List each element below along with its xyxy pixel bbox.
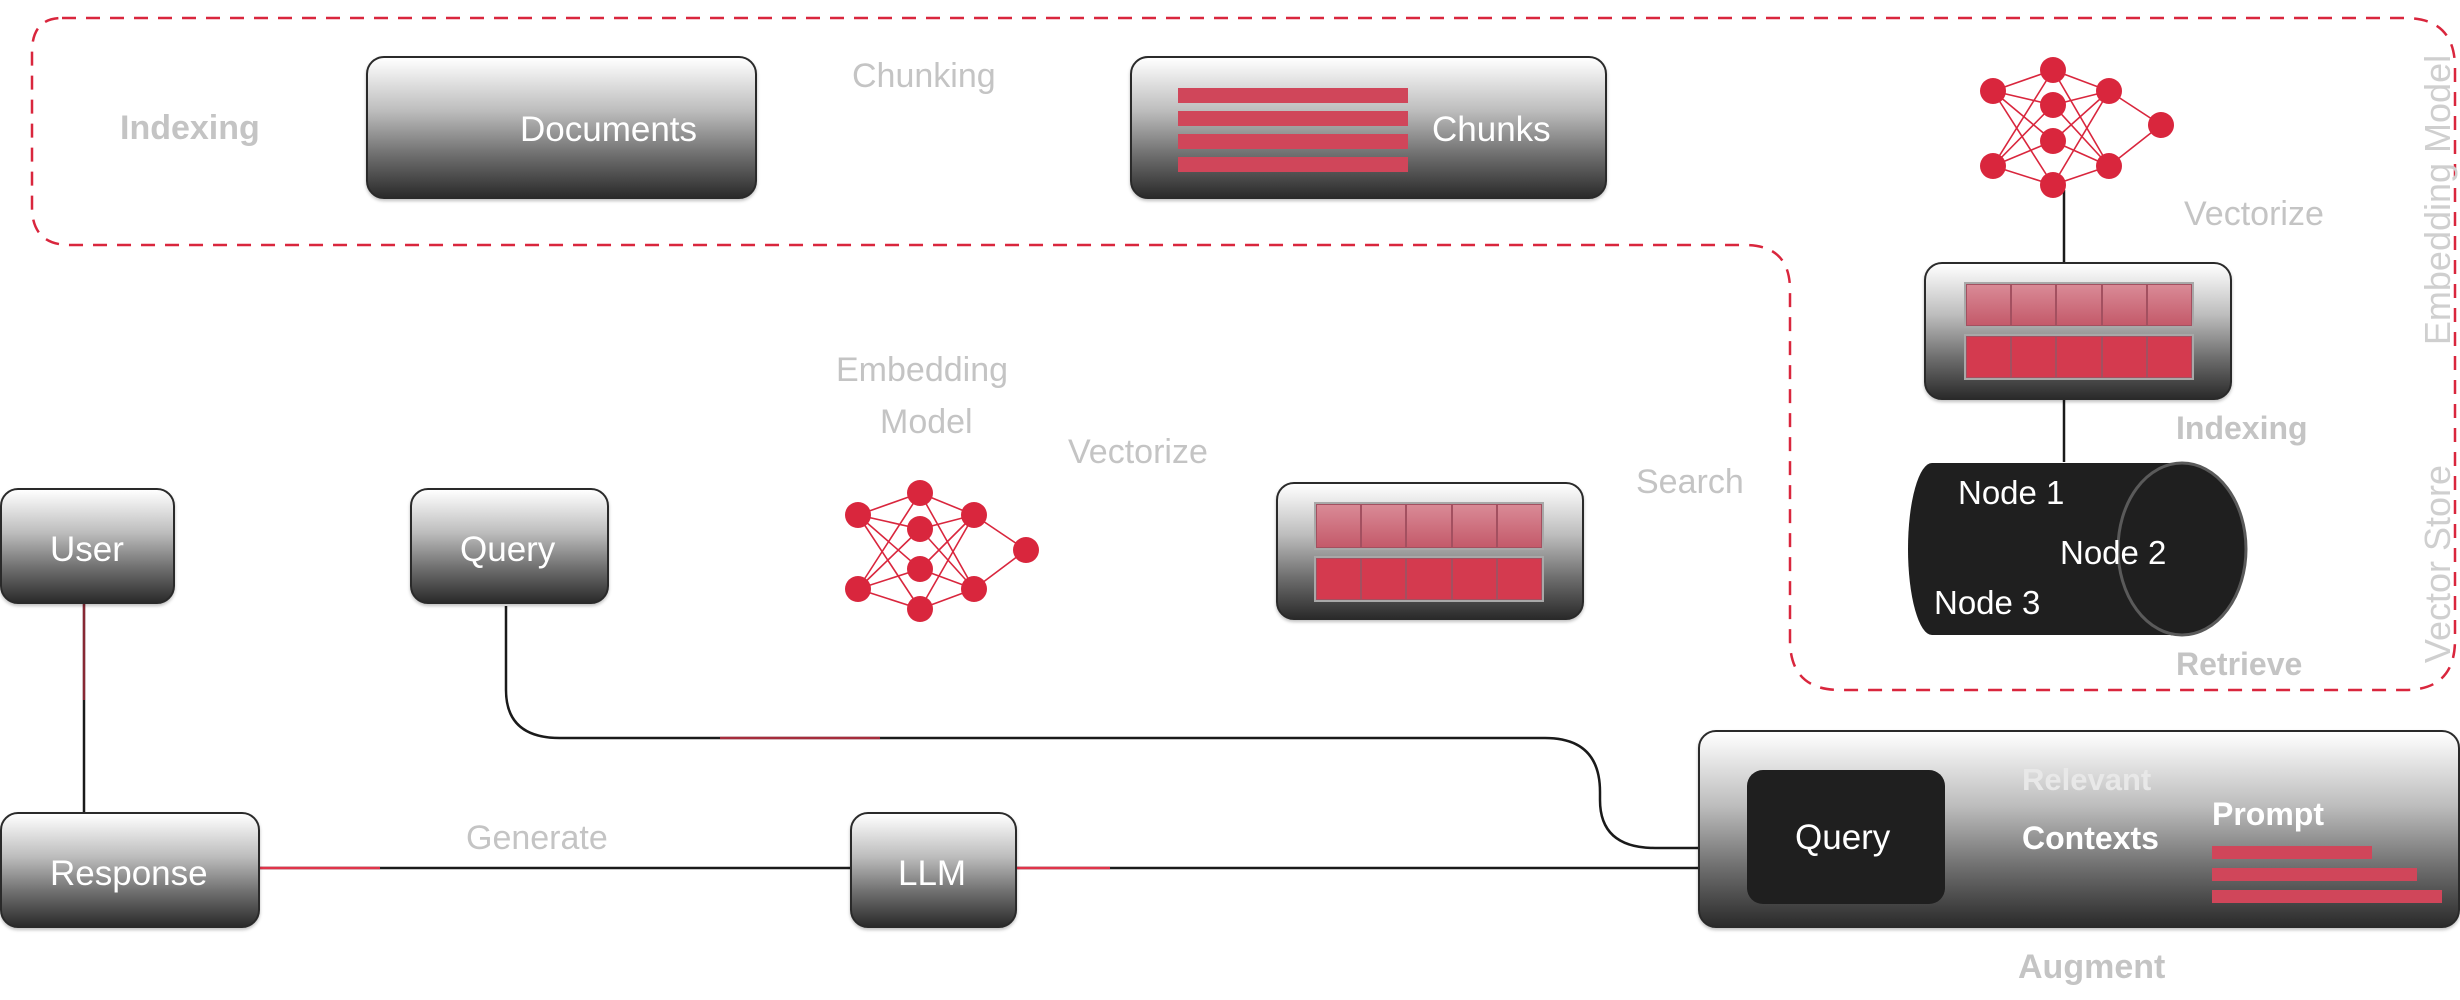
vector-store-node-3: Node 3: [1934, 584, 2041, 621]
llm-node[interactable]: LLM: [850, 812, 1017, 928]
query-node[interactable]: Query: [410, 488, 609, 604]
vectorize-top-label: Vectorize: [2184, 195, 2324, 233]
augment-label: Augment: [2018, 948, 2166, 986]
augment-query-label: Query: [1795, 818, 1891, 857]
query-vector-node: [1276, 482, 1584, 620]
chunking-label: Chunking: [852, 57, 996, 95]
augment-node[interactable]: Query Relevant Contexts Prompt: [1698, 730, 2460, 928]
documents-node[interactable]: Documents: [366, 56, 757, 199]
vector-store-vertical-label: Vector Store: [2417, 464, 2458, 664]
prompt-label: Prompt: [2212, 796, 2324, 832]
documents-label: Documents: [520, 110, 698, 149]
response-node[interactable]: Response: [0, 812, 260, 928]
augment-query-node[interactable]: Query: [1747, 770, 1945, 904]
relevant-label: Relevant: [2022, 762, 2152, 797]
query-label: Query: [460, 530, 556, 569]
vector-store-node-2: Node 2: [2060, 534, 2167, 571]
generate-label: Generate: [466, 819, 608, 857]
search-label: Search: [1636, 463, 1744, 501]
indexing-section-label: Indexing: [120, 109, 260, 147]
user-label: User: [50, 530, 124, 569]
contexts-label: Contexts: [2022, 820, 2159, 856]
user-node[interactable]: User: [0, 488, 175, 604]
vectorize-mid-label: Vectorize: [1068, 433, 1208, 471]
indexing-right-label: Indexing: [2176, 410, 2308, 446]
neural-network-icon: [1980, 57, 2174, 198]
cylinder-icon: [1908, 461, 2248, 637]
vector-store-node-1: Node 1: [1958, 474, 2065, 511]
neural-network-icon: [845, 480, 1039, 622]
llm-label: LLM: [898, 854, 967, 893]
embedding-model-mid-line2: Model: [880, 403, 973, 441]
embedding-model-mid-line1: Embedding: [836, 351, 1009, 389]
index-vector-node: [1924, 262, 2232, 400]
chunks-node[interactable]: Chunks: [1130, 56, 1607, 199]
edge-query-augment: [504, 606, 1745, 850]
retrieve-label: Retrieve: [2176, 646, 2303, 682]
embedding-model-vertical-label: Embedding Model: [2417, 54, 2458, 346]
response-label: Response: [50, 854, 208, 893]
chunks-label: Chunks: [1432, 110, 1551, 149]
